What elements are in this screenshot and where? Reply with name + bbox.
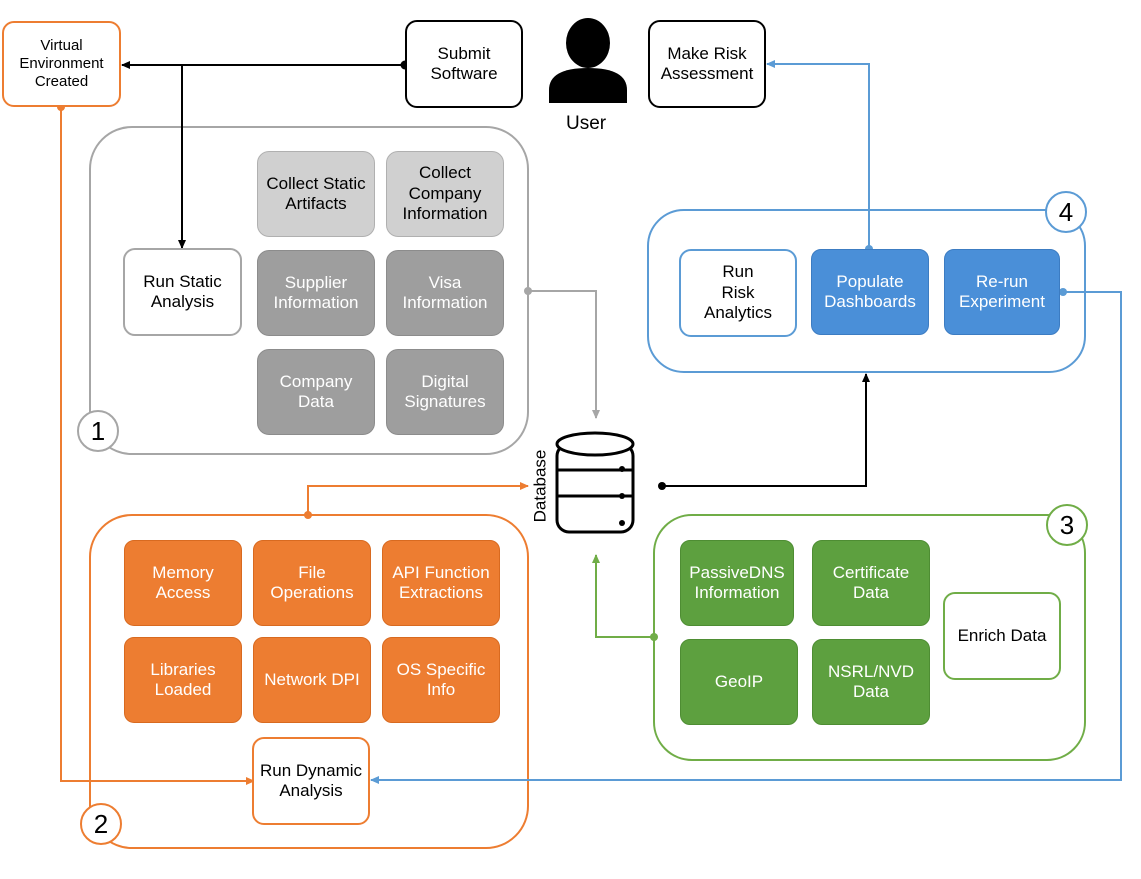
- group3-badge: 3: [1046, 504, 1088, 546]
- api-function-extractions[interactable]: API Function Extractions: [382, 540, 500, 626]
- run-risk-analytics-box[interactable]: Run Risk Analytics: [679, 249, 797, 337]
- make-risk-assessment-box[interactable]: Make Risk Assessment: [648, 20, 766, 108]
- group1-to-db-arrow: [528, 290, 600, 419]
- digital-signatures[interactable]: Digital Signatures: [386, 349, 504, 435]
- os-specific-info[interactable]: OS Specific Info: [382, 637, 500, 723]
- group2-to-db-arrow: [307, 482, 529, 515]
- database-icon: [555, 431, 635, 534]
- nsrl-nvd-data[interactable]: NSRL/NVD Data: [812, 639, 930, 725]
- memory-access[interactable]: Memory Access: [124, 540, 242, 626]
- group1-badge: 1: [77, 410, 119, 452]
- db-to-group4-arrow: [662, 373, 870, 487]
- run-dynamic-analysis-box[interactable]: Run Dynamic Analysis: [252, 737, 370, 825]
- populate-dashboards[interactable]: Populate Dashboards: [811, 249, 929, 335]
- certificate-data[interactable]: Certificate Data: [812, 540, 930, 626]
- populate-to-risk-arrow: [766, 60, 870, 249]
- group2-badge: 2: [80, 803, 122, 845]
- visa-information[interactable]: Visa Information: [386, 250, 504, 336]
- rerun-to-dynamic-arrow: [370, 291, 1122, 784]
- user-icon: [549, 18, 627, 103]
- env-to-dynamic-arrow: [60, 107, 255, 785]
- enrich-data-box[interactable]: Enrich Data: [943, 592, 1061, 680]
- network-dpi[interactable]: Network DPI: [253, 637, 371, 723]
- rerun-experiment[interactable]: Re-run Experiment: [944, 249, 1060, 335]
- company-data[interactable]: Company Data: [257, 349, 375, 435]
- collect-company-information[interactable]: Collect Company Information: [386, 151, 504, 237]
- passivedns-information[interactable]: PassiveDNS Information: [680, 540, 794, 626]
- group4-badge: 4: [1045, 191, 1087, 233]
- virtual-environment-box[interactable]: Virtual Environment Created: [2, 21, 121, 107]
- user-label: User: [566, 113, 607, 134]
- run-static-analysis-box[interactable]: Run Static Analysis: [123, 248, 242, 336]
- libraries-loaded[interactable]: Libraries Loaded: [124, 637, 242, 723]
- submit-software-box[interactable]: Submit Software: [405, 20, 523, 108]
- geoip[interactable]: GeoIP: [680, 639, 798, 725]
- database-label: Database: [530, 449, 550, 523]
- file-operations[interactable]: File Operations: [253, 540, 371, 626]
- collect-static-artifacts[interactable]: Collect Static Artifacts: [257, 151, 375, 237]
- group3-to-db-arrow: [592, 554, 654, 638]
- supplier-information[interactable]: Supplier Information: [257, 250, 375, 336]
